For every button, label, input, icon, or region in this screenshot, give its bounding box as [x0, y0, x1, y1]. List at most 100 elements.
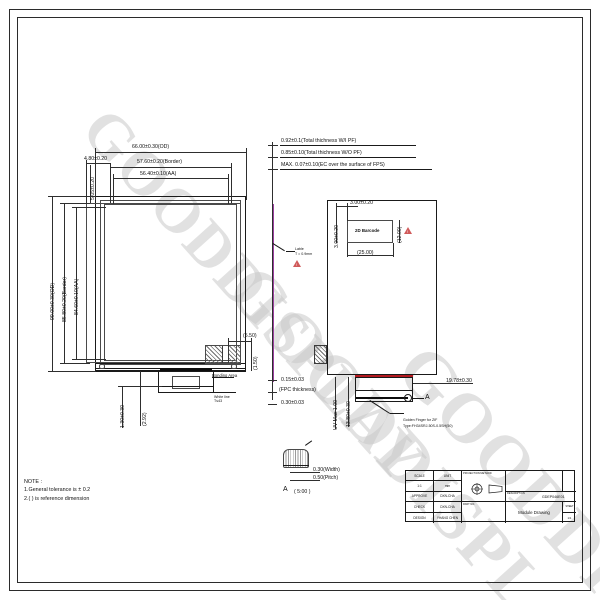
detail-circle-a — [404, 394, 412, 402]
back-panel-outline — [327, 200, 437, 375]
dim-line-aa-w — [113, 178, 228, 179]
dim-line-ref-550 — [228, 341, 251, 342]
fpc-golden-finger-bar — [356, 397, 408, 400]
detail-a-label: A — [283, 486, 288, 493]
tick — [268, 169, 278, 170]
dim-fpc-length: 19.78±0.30 — [446, 378, 472, 384]
dim-pin-width: 0.30(Width) — [313, 467, 340, 473]
dim-line-bc-h — [399, 220, 400, 243]
note-thickness-with-pf: 0.92±0.1(Total thichness W/I PF) — [281, 138, 357, 144]
tb-design-value: YHANG CHEN — [434, 512, 462, 523]
dim-pin-pitch: 0.50(Pitch) — [313, 475, 339, 481]
dim-line-border-h — [64, 203, 65, 363]
detail-mark-a: A — [425, 394, 430, 401]
tb-blank-cell-2 — [563, 471, 576, 492]
tb-unit-label: UNIT — [434, 471, 462, 482]
note-line-2: 2.( ) is reference dimension — [24, 495, 90, 502]
dim-barcode-x: 3.00±0.20 — [350, 200, 374, 206]
callout-lable: Lable — [295, 247, 304, 251]
tb-design-label: DESIGN — [406, 512, 434, 523]
dim-fpc-thickness: 0.15±0.03 — [281, 377, 305, 383]
detail-base-line — [283, 465, 309, 466]
leader — [280, 145, 416, 146]
tick — [268, 145, 278, 146]
detail-pin-array — [283, 449, 309, 468]
dim-line-fpc-len — [413, 383, 473, 384]
dim-line-bc-w — [347, 255, 393, 256]
fpc-split-line — [158, 386, 214, 387]
ext-line — [347, 243, 348, 257]
ext-line — [231, 163, 232, 203]
callout-white-line-1: White line — [214, 395, 230, 399]
fpc-tail-block — [355, 377, 413, 402]
ext-line — [95, 148, 96, 200]
ext-line — [48, 196, 96, 197]
ext-line — [113, 174, 114, 204]
dim-line-left-offset — [86, 163, 110, 164]
dim-fpc-width: 1.30±0.30 — [120, 404, 126, 428]
tb-sheet-value: 1/1 — [567, 515, 572, 520]
dim-border-width: 57.60±0.20(Border) — [137, 159, 182, 165]
tb-check-label: CHECK — [406, 502, 434, 513]
dim-line-bc-y — [336, 212, 337, 243]
sheet-border-inner — [17, 17, 583, 583]
dim-line-ref-150 — [251, 345, 252, 371]
note-ec-surface: MAX. 0.07±0.10(EC over the surface of FP… — [281, 162, 385, 168]
leader-whiteline — [214, 392, 236, 393]
tb-approve-value: DXN-CHA — [434, 491, 462, 503]
dim-line-fpc-w — [122, 386, 123, 428]
od-outline — [86, 203, 241, 363]
leader-detail-a — [412, 398, 424, 399]
dim-od-width: 66.00±0.30(OD) — [132, 144, 170, 150]
dim-od-height: 99.00±0.30(OD) — [50, 282, 56, 320]
leader-label-tail — [286, 251, 295, 252]
tb-scale-value: 1:1 — [406, 481, 434, 492]
ext-line — [272, 142, 273, 202]
detail-a-scale: ( 5:00 ) — [294, 489, 311, 495]
notes-heading: NOTE : — [24, 479, 42, 485]
dim-border-height: 85.80±0.20(Border) — [62, 277, 68, 322]
ext-line — [228, 338, 229, 347]
dim-ref-292: (2.92) — [142, 412, 148, 426]
ext-line — [246, 148, 247, 200]
dim-line-ref-292 — [140, 371, 141, 426]
ext-line — [228, 174, 229, 204]
dim-barcode-y: 3.00±0.20 — [334, 224, 340, 248]
dim-line-top-offset — [90, 165, 91, 203]
leader-golden-finger-tail — [390, 413, 404, 414]
corner-mark-left — [99, 364, 105, 369]
corner-mark-right — [231, 364, 237, 369]
ext-line — [72, 359, 106, 360]
fpc-bonding-inner — [172, 376, 200, 389]
tick — [268, 404, 277, 405]
notes-block: NOTE : 1.General tolerance is ± 0.2 2.( … — [24, 478, 90, 503]
tb-partno-cell: PART NO. — [462, 502, 506, 523]
warning-triangle-icon — [404, 227, 412, 234]
ext-line — [110, 163, 111, 203]
dim-line-aa-h — [76, 207, 77, 359]
dim-aa-width: 56.40±0.10(AA) — [140, 171, 177, 177]
leader — [280, 157, 416, 158]
tb-check-value: DXN-CHA — [434, 502, 462, 513]
tick — [268, 157, 278, 158]
ext-line — [251, 338, 252, 347]
dim-aa-height: 84.60±0.10(AA) — [74, 278, 80, 315]
ext-line — [60, 363, 90, 364]
dim-ref-550: (5.50) — [243, 333, 257, 339]
sheet-border-outer — [9, 9, 591, 591]
fpc-inner-line — [355, 390, 413, 391]
dim-line-uv — [335, 377, 336, 429]
tb-sheet-label: SHEET — [563, 502, 576, 513]
ext-line — [60, 203, 90, 204]
barcode-area — [347, 220, 393, 243]
dim-line-width — [290, 472, 320, 473]
tb-projection-label: PROJECTION METHOD — [463, 472, 492, 475]
note-thickness-without-pf: 0.85±0.10(Total thichness W/O PF) — [281, 150, 362, 156]
dim-line-fpc-h — [348, 377, 349, 427]
tb-scale-label: SCALE — [406, 471, 434, 482]
tb-description-cell: DESCRIPTION GDEP046E01 — [506, 492, 576, 503]
tb-part-number: GDEP046E01 — [542, 495, 565, 500]
projection-symbol-icon — [471, 483, 505, 496]
dim-line-od-w — [95, 152, 246, 153]
